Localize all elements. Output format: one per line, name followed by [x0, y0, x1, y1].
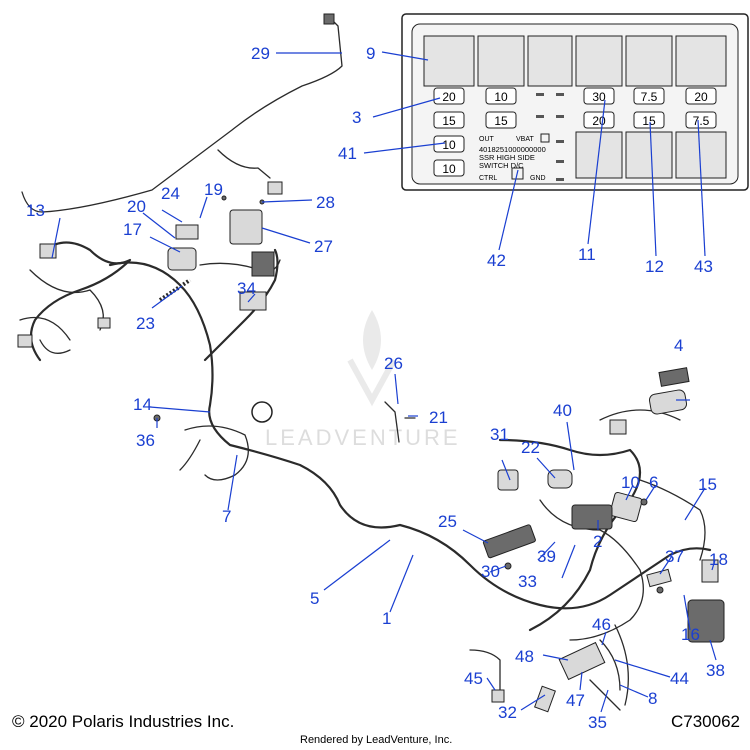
relay-label-block: OUT VBAT 4018251000000000 SSR HIGH SIDE … [479, 133, 550, 182]
callout-43: 43 [694, 257, 713, 276]
callout-19: 19 [204, 180, 223, 199]
callout-46: 46 [592, 615, 611, 634]
fuse-label: 15 [494, 114, 508, 128]
callout-36: 36 [136, 431, 155, 450]
callout-7: 7 [222, 507, 231, 526]
fuse-label: 30 [592, 90, 606, 104]
callout-28: 28 [316, 193, 335, 212]
leader-lines [51, 51, 717, 713]
fuse-label: 10 [442, 162, 456, 176]
callout-27: 27 [314, 237, 333, 256]
callout-6: 6 [649, 473, 658, 492]
fuse-column-6: 20 7.5 [685, 87, 717, 129]
callout-21: 21 [429, 408, 448, 427]
callout-45: 45 [464, 669, 483, 688]
fuse-label: 10 [442, 138, 456, 152]
callout-8: 8 [648, 689, 657, 708]
callout-18: 18 [709, 550, 728, 569]
watermark-text: LEADVENTURE [265, 425, 461, 450]
fuse-label: 10 [494, 90, 508, 104]
fuse-column-2: 10 15 [485, 87, 517, 129]
callout-17: 17 [123, 220, 142, 239]
relay-vbat-label: VBAT [516, 136, 534, 143]
callout-42: 42 [487, 251, 506, 270]
callout-14: 14 [133, 395, 152, 414]
relay-line-2: SWITCH D/C [479, 161, 524, 170]
callout-30: 30 [481, 562, 500, 581]
fuse-column-left: 20 15 10 10 [433, 87, 465, 177]
fuse-label: 15 [442, 114, 456, 128]
callout-41: 41 [338, 144, 357, 163]
callout-44: 44 [670, 669, 689, 688]
callout-1: 1 [382, 609, 391, 628]
callout-12: 12 [645, 257, 664, 276]
callout-24: 24 [161, 184, 180, 203]
callout-31: 31 [490, 425, 509, 444]
callout-40: 40 [553, 401, 572, 420]
fuse-label: 7.5 [693, 114, 710, 128]
fuse-column-5: 7.5 15 [633, 87, 665, 129]
fuse-box-detail: 20 15 10 10 10 15 30 20 7.5 15 [401, 13, 749, 191]
fuse-label: 7.5 [641, 90, 658, 104]
callout-37: 37 [665, 547, 684, 566]
relay-gnd-label: GND [530, 175, 546, 182]
callout-38: 38 [706, 661, 725, 680]
callout-4: 4 [674, 336, 683, 355]
rendered-by-text: Rendered by LeadVenture, Inc. [300, 734, 453, 746]
callout-23: 23 [136, 314, 155, 333]
callout-47: 47 [566, 691, 585, 710]
callout-5: 5 [310, 589, 319, 608]
callout-16: 16 [681, 625, 700, 644]
callout-13: 13 [26, 201, 45, 220]
watermark: LEADVENTURE [265, 310, 461, 450]
callout-3: 3 [352, 108, 361, 127]
drawing-code: C730062 [670, 712, 740, 731]
callout-2: 2 [593, 532, 602, 551]
fuse-label: 20 [592, 114, 606, 128]
callout-11: 11 [578, 245, 596, 264]
callout-34: 34 [237, 279, 256, 298]
callout-22: 22 [521, 438, 540, 457]
callout-9: 9 [366, 44, 375, 63]
fuse-label: 15 [642, 114, 656, 128]
relay-part-number: 4018251000000000 [479, 145, 546, 154]
callout-48: 48 [515, 647, 534, 666]
copyright-text: © 2020 Polaris Industries Inc. [12, 712, 235, 731]
callout-33: 33 [518, 572, 537, 591]
relay-line-1: SSR HIGH SIDE [479, 153, 535, 162]
callout-26: 26 [384, 354, 403, 373]
callout-25: 25 [438, 512, 457, 531]
relay-out-label: OUT [479, 136, 495, 143]
fuse-label: 20 [694, 90, 708, 104]
callout-labels: 29 9 3 41 42 11 12 43 13 24 19 20 17 28 … [26, 44, 728, 732]
fuse-label: 20 [442, 90, 456, 104]
fuse-column-4: 30 20 [583, 87, 615, 129]
callout-39: 39 [537, 547, 556, 566]
callout-35: 35 [588, 713, 607, 732]
callout-10: 10 [621, 473, 640, 492]
relay-ctrl-label: CTRL [479, 175, 497, 182]
callout-15: 15 [698, 475, 717, 494]
callout-29: 29 [251, 44, 270, 63]
callout-20: 20 [127, 197, 146, 216]
harness-drawing [17, 13, 725, 713]
callout-32: 32 [498, 703, 517, 722]
